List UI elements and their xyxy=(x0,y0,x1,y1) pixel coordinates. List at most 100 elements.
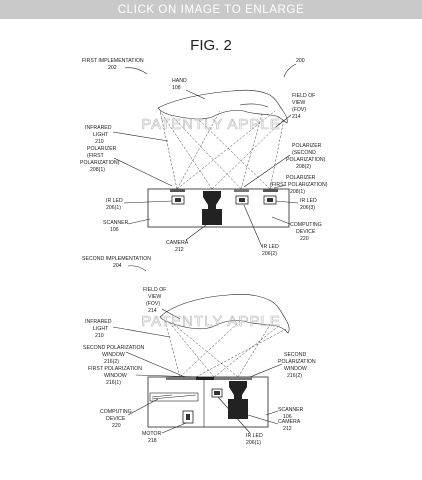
camera-212 xyxy=(202,191,222,225)
leader-camera xyxy=(185,224,207,241)
ref-200: 200 xyxy=(296,58,305,64)
polarizer-first-label-1: POLARIZER xyxy=(87,146,117,152)
scanner2-label-1: SCANNER xyxy=(278,407,304,413)
hand-crease xyxy=(239,103,269,108)
ir-led-206-3-core xyxy=(267,198,273,202)
fov-label-2: VIEW xyxy=(292,100,305,106)
polarizer-first-label-2: (FIRST xyxy=(87,153,105,159)
hand-108-outline xyxy=(157,89,288,124)
ir-led2-label-2: 206(1) xyxy=(246,440,261,446)
leader-computing xyxy=(271,216,291,225)
enlarge-image-banner[interactable]: CLICK ON IMAGE TO ENLARGE xyxy=(0,0,422,19)
ir-led-206-1-core xyxy=(175,198,181,202)
leader-computing2 xyxy=(127,398,159,416)
camera-label-1: CAMERA xyxy=(166,240,189,246)
leader-spw-right xyxy=(249,363,283,378)
polarizer-second-label-3: POLARIZATION) xyxy=(286,157,326,163)
camera-label-2: 212 xyxy=(175,247,184,253)
leader-ir-led-right xyxy=(275,200,299,204)
ir-led-right-label-2: 206(3) xyxy=(300,205,315,211)
leader-scanner2 xyxy=(265,410,279,416)
second-polarization-window-right xyxy=(214,377,252,380)
watermark-bottom: PATENTLY APPLE xyxy=(141,313,281,330)
fpw-label-2: WINDOW xyxy=(104,373,127,379)
leader-polarizer-first xyxy=(113,157,173,187)
leader-ir-led2 xyxy=(217,396,251,434)
ir-led-bottom-label-2: 206(2) xyxy=(262,251,277,257)
spw-right-label-1: SECOND xyxy=(284,352,306,358)
fpw-label-3: 216(1) xyxy=(106,380,121,386)
polarizer-first-r-label-1: POLARIZER xyxy=(286,175,316,181)
fig-2-diagram: FIG. 2 FIRST IMPLEMENTATION 202 200 HAND… xyxy=(80,37,328,446)
camera2-label-2: 212 xyxy=(283,426,292,432)
figure-title: FIG. 2 xyxy=(190,37,232,54)
second-implementation-number: 204 xyxy=(113,263,122,269)
infrared-light-label-3: 210 xyxy=(95,139,104,145)
fov-label-1: FIELD OF xyxy=(292,93,315,99)
ir-led-bottom-label-1: IR LED xyxy=(262,244,279,250)
polarizer-208-1-right xyxy=(263,189,278,192)
computing-label-1: COMPUTING xyxy=(290,222,322,228)
ir-led2-label-1: IR LED xyxy=(246,433,263,439)
spw-right-label-3: WINDOW xyxy=(284,366,307,372)
infrared-light-label-2: LIGHT xyxy=(93,132,109,138)
motor-label-2: 218 xyxy=(148,438,157,444)
leader-polarizer-first-r xyxy=(273,184,287,189)
fov2-label-3: (FOV) xyxy=(146,301,160,307)
scanner2-label-2: 106 xyxy=(283,414,292,420)
polarizer-second-label-4: 208(2) xyxy=(296,164,311,170)
polarizer-second-label-1: POLARIZER xyxy=(292,143,322,149)
computing2-label-1: COMPUTING xyxy=(100,409,132,415)
watermark-top: PATENTLY APPLE xyxy=(141,116,281,133)
spw-right-label-4: 216(2) xyxy=(287,373,302,379)
first-implementation-number: 202 xyxy=(108,65,117,71)
polarizer-208-1-left xyxy=(170,189,185,192)
spw-left-label-2: WINDOW xyxy=(102,352,125,358)
spw-right-label-2: POLARIZATION xyxy=(278,359,316,365)
polarizer-first-label-4: 208(1) xyxy=(90,167,105,173)
leader-motor xyxy=(161,422,187,434)
infrared-rays xyxy=(159,110,285,190)
leader-ir-led-bottom xyxy=(243,204,263,248)
leader-scanner xyxy=(127,218,151,225)
first-polarization-window xyxy=(196,377,214,380)
leader-hand xyxy=(185,89,206,100)
leader-camera2 xyxy=(247,414,279,425)
leader-fov2 xyxy=(161,308,181,320)
fpw-label-1: FIRST POLARIZATION xyxy=(88,366,142,372)
leader-ir-led-left xyxy=(123,200,173,204)
fov2-label-2: VIEW xyxy=(148,294,161,300)
camera2-label-1: CAMERA xyxy=(278,419,301,425)
hand-number: 108 xyxy=(172,85,181,91)
first-implementation: FIRST IMPLEMENTATION 202 200 HAND 108 FI… xyxy=(80,58,328,257)
motor-label-1: MOTOR xyxy=(142,431,161,437)
infrared-light2-label-2: LIGHT xyxy=(93,326,109,332)
computing2-label-2: DEVICE xyxy=(106,416,126,422)
leader-200 xyxy=(283,63,297,78)
polarizer-first-r-label-3: 208(1) xyxy=(290,189,305,195)
leader-202 xyxy=(124,67,148,75)
second-polarization-window-left xyxy=(166,377,196,380)
polarizer-first-r-label-2: (FIRST POLARIZATION) xyxy=(270,182,328,188)
fov-label-4: 214 xyxy=(292,114,301,120)
polarizer-first-label-3: POLARIZATION) xyxy=(80,160,120,166)
infrared-light2-label-1: INFRARED xyxy=(85,319,112,325)
second-implementation: SECOND IMPLEMENTATION 204 FIELD OF VIEW … xyxy=(82,256,316,446)
leader-polarizer-second xyxy=(243,154,291,188)
second-implementation-label: SECOND IMPLEMENTATION xyxy=(82,256,151,262)
leader-spw-left xyxy=(125,351,186,378)
ir-led-206-1-second-core xyxy=(214,391,220,395)
infrared-rays-second xyxy=(164,320,287,378)
computing-label-2: DEVICE xyxy=(296,229,316,235)
infrared-light-label-1: INFRARED xyxy=(85,125,112,131)
ir-led-left-label-2: 206(1) xyxy=(106,205,121,211)
camera-212-second xyxy=(228,381,248,419)
leader-ir-light xyxy=(112,131,169,142)
ir-led-206-2-core xyxy=(239,198,245,202)
first-implementation-label: FIRST IMPLEMENTATION xyxy=(82,58,144,64)
hand-outline-second xyxy=(159,294,290,334)
hand-label: HAND xyxy=(172,78,187,84)
infrared-light2-label-3: 210 xyxy=(95,333,104,339)
ir-led-left-label-1: IR LED xyxy=(106,198,123,204)
